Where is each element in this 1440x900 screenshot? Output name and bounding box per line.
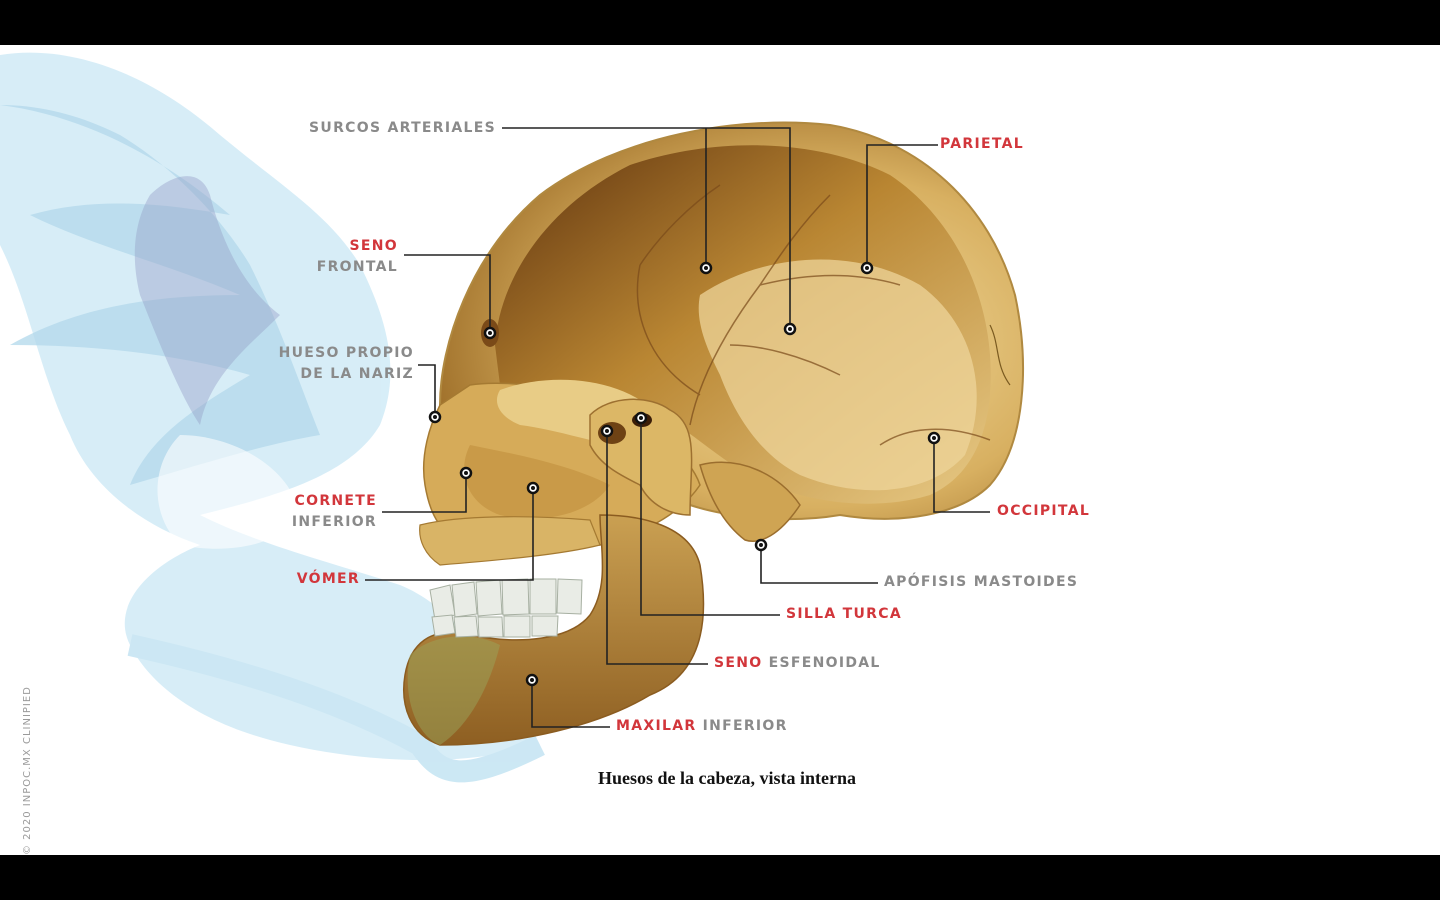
teeth xyxy=(429,578,583,638)
watermark-logo xyxy=(0,52,545,783)
label-occipital-text: OCCIPITAL xyxy=(997,503,1091,519)
label-vomer: VÓMER xyxy=(260,569,360,590)
label-maxilar-inferior: MAXILAR INFERIOR xyxy=(616,716,788,737)
label-silla-turca: SILLA TURCA xyxy=(786,604,902,625)
label-occipital: OCCIPITAL xyxy=(997,501,1090,522)
label-cornete-gray: INFERIOR xyxy=(291,514,377,530)
label-seno-frontal: SENO FRONTAL xyxy=(300,236,398,278)
skull-diagram xyxy=(0,52,1024,783)
label-seno-esfenoidal-red: SENO xyxy=(714,655,763,671)
label-parietal-text: PARIETAL xyxy=(940,136,1024,152)
label-silla-turca-text: SILLA TURCA xyxy=(786,606,902,622)
letterbox-top xyxy=(0,0,1440,45)
label-surcos-arteriales: SURCOS ARTERIALES xyxy=(300,118,496,139)
label-hueso-propio-line1: HUESO PROPIO xyxy=(278,345,414,361)
label-hueso-propio-line2: DE LA NARIZ xyxy=(300,366,414,382)
label-apofisis-mastoides: APÓFISIS MASTOIDES xyxy=(884,572,1078,593)
leader-lines xyxy=(365,127,990,728)
skull-illustration xyxy=(403,121,1024,746)
label-vomer-text: VÓMER xyxy=(296,571,360,587)
pointer-dots xyxy=(428,261,941,687)
figure-caption: Huesos de la cabeza, vista interna xyxy=(598,768,856,788)
label-hueso-propio-nariz: HUESO PROPIO DE LA NARIZ xyxy=(250,343,414,385)
copyright-notice: © 2020 INPOC.MX CLINIPIED xyxy=(22,686,33,855)
label-seno-esfenoidal: SENO ESFENOIDAL xyxy=(714,653,881,674)
label-cornete-red: CORNETE xyxy=(294,493,377,509)
letterbox-bottom xyxy=(0,855,1440,900)
label-seno-esfenoidal-gray: ESFENOIDAL xyxy=(768,655,881,671)
label-maxilar-gray: INFERIOR xyxy=(702,718,788,734)
label-seno-frontal-red: SENO xyxy=(349,238,398,254)
label-maxilar-red: MAXILAR xyxy=(616,718,697,734)
slide: SURCOS ARTERIALES PARIETAL SENO FRONTAL … xyxy=(0,45,1440,855)
label-cornete-inferior: CORNETE INFERIOR xyxy=(250,491,377,533)
label-seno-frontal-gray: FRONTAL xyxy=(316,259,398,275)
label-apofisis-text: APÓFISIS MASTOIDES xyxy=(884,574,1079,590)
label-parietal: PARIETAL xyxy=(940,134,1024,155)
arterial-grooves xyxy=(636,184,991,446)
label-surcos-arteriales-text: SURCOS ARTERIALES xyxy=(309,120,496,136)
